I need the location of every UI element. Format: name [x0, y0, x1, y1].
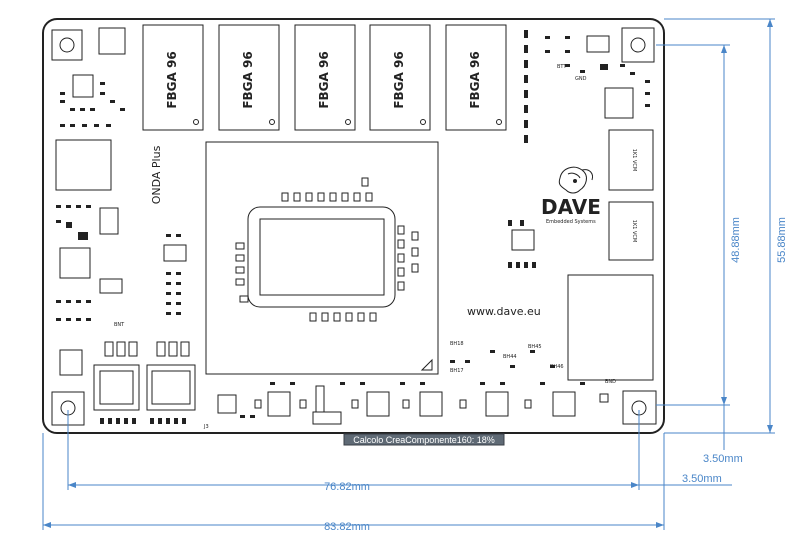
ram-chip-2: FBGA 96 — [218, 24, 280, 131]
label-bh45: BH45 — [528, 344, 542, 350]
board-outline — [42, 18, 665, 434]
logo-subtext: Embedded Systems — [546, 219, 596, 225]
dimension-inner-height-label: 48.88mm — [730, 217, 742, 263]
dimension-outer-height-label: 55.88mm — [776, 217, 788, 263]
left-components — [55, 74, 196, 411]
label-bh18: BH18 — [450, 341, 464, 347]
main-processor — [205, 141, 439, 375]
label-bh17: BH17 — [450, 368, 464, 374]
label-bh44: BH44 — [503, 354, 517, 360]
ram-chip-1: FBGA 96 — [142, 24, 204, 131]
module-label: ONDA Plus — [150, 145, 163, 204]
status-text: Calcolo CreaComponente160: 18% — [353, 435, 495, 445]
logo-text: DAVE — [541, 195, 601, 219]
dimension-offset-vertical-label: 3.50mm — [703, 453, 743, 465]
label-bh46: BH46 — [550, 364, 564, 370]
capacitor-row-bottom — [309, 312, 377, 322]
bottom-small-parts — [100, 350, 585, 424]
dave-logo-icon — [558, 166, 593, 194]
bottom-components — [217, 385, 609, 425]
left-small-parts — [56, 82, 181, 321]
ram-chip-5: FBGA 96 — [445, 24, 507, 131]
right-components — [511, 35, 654, 381]
dimension-offset-horizontal-label: 3.50mm — [682, 473, 722, 485]
status-bar: Calcolo CreaComponente160: 18% — [343, 433, 505, 446]
dimension-offset-horizontal — [639, 433, 732, 490]
capacitor-row-right — [397, 225, 419, 291]
mounting-hole-top-right — [621, 27, 655, 63]
dimension-offset-vertical — [723, 405, 755, 450]
ram-chip-label: FBGA 96 — [165, 51, 179, 108]
ram-chip-4: FBGA 96 — [369, 24, 431, 131]
dimension-inner-width — [67, 410, 640, 490]
label-j3: J3 — [203, 424, 209, 430]
ram-chip-label: FBGA 96 — [241, 51, 255, 108]
dimension-outer-width — [42, 433, 665, 530]
label-bnt: BNT — [114, 322, 125, 328]
label-bnd: BND — [605, 379, 616, 385]
dimension-inner-height — [656, 44, 730, 406]
label-gnd: GND — [575, 76, 587, 82]
ram-chip-label: FBGA 96 — [468, 51, 482, 108]
ram-chip-3: FBGA 96 — [294, 24, 356, 131]
capacitor-row-left — [235, 242, 249, 303]
capacitor-row-top — [281, 177, 373, 202]
website-label: www.dave.eu — [467, 305, 541, 318]
side-chip-label: 1K1 VCM — [631, 220, 637, 242]
dimension-outer-width-label: 83.82mm — [324, 521, 370, 533]
component-square — [98, 27, 126, 55]
dimension-inner-width-label: 76.82mm — [324, 481, 370, 493]
label-btt: BTT — [557, 64, 567, 70]
ram-chip-label: FBGA 96 — [317, 51, 331, 108]
side-chip-label: 1K1 VCM — [631, 149, 637, 171]
right-small-parts — [508, 30, 650, 268]
ram-chip-label: FBGA 96 — [392, 51, 406, 108]
dimension-outer-height — [664, 18, 775, 434]
mounting-hole-top-left — [51, 29, 83, 61]
